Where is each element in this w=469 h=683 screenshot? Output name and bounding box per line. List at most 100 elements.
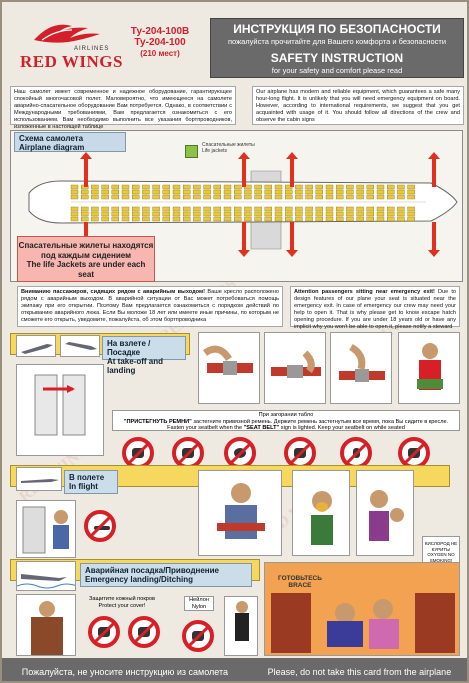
seat-icon <box>223 189 232 195</box>
seat-icon <box>305 211 313 217</box>
seat-icon <box>91 216 99 222</box>
exit-arrow-icon <box>428 152 440 187</box>
seat-icon <box>121 184 130 190</box>
aircraft-model-1: Ту-204-100В <box>130 26 190 37</box>
seat-icon <box>182 184 191 190</box>
seat-icon <box>325 206 334 212</box>
seat-icon <box>233 216 242 222</box>
aircraft-model: Ту-204-100В Ту-204-100 (210 мест) <box>120 26 200 59</box>
seat-icon <box>101 184 109 190</box>
seat-icon <box>397 206 405 212</box>
seat-icon <box>223 194 232 200</box>
seat-icon <box>80 216 89 222</box>
seat-icon <box>407 194 415 200</box>
seat-icon <box>223 184 232 190</box>
seat-icon <box>70 184 79 190</box>
seat-icon <box>152 184 160 190</box>
airplane-plan-icon <box>28 170 458 250</box>
no-cd-player-icon <box>224 437 256 469</box>
exit-arrow-icon <box>428 222 440 257</box>
diagram-title-en: Airplane diagram <box>19 143 85 152</box>
seat-icon <box>172 216 181 222</box>
seat-icon <box>356 216 364 222</box>
seat-icon <box>162 189 171 195</box>
seat-icon <box>285 206 293 212</box>
seat-icon <box>111 216 120 222</box>
seat-icon <box>285 194 293 200</box>
seat-icon <box>366 206 374 212</box>
seat-icon <box>325 194 334 200</box>
seat-icon <box>407 184 415 190</box>
seat-icon <box>407 211 415 217</box>
seat-icon <box>152 216 160 222</box>
seat-icon <box>193 206 201 212</box>
seat-icon <box>193 211 201 217</box>
seat-icon <box>203 211 211 217</box>
seat-icon <box>111 194 120 200</box>
seat-icon <box>356 211 364 217</box>
seat-icon <box>213 184 222 190</box>
life-jacket-legend-icon <box>185 145 198 158</box>
nylon-label: Нейлон Nylon <box>184 596 214 611</box>
emergency-exit-en-title: Attention passengers sitting near emerge… <box>294 289 435 295</box>
seat-icon <box>193 189 201 195</box>
seat-icon <box>305 216 313 222</box>
seat-icon <box>325 216 334 222</box>
seat-icon <box>111 211 120 217</box>
seat-icon <box>356 189 364 195</box>
covered-clothing-illustration <box>16 594 76 656</box>
seat-icon <box>315 206 323 212</box>
seat-icon <box>101 189 109 195</box>
seatbelt-ru-sign: "ПРИСТЕГНУТЬ РЕМНИ" <box>123 418 192 425</box>
seat-icon <box>274 184 283 190</box>
seat-icon <box>387 216 395 222</box>
seat-icon <box>162 216 171 222</box>
seat-icon <box>325 211 334 217</box>
seat-icon <box>244 216 252 222</box>
header: AIRLINES RED WINGS Ту-204-100В Ту-204-10… <box>2 2 467 84</box>
seat-icon <box>80 206 89 212</box>
emergency-exit-ru-title: Вниманию пассажиров, сидящих рядом с ава… <box>21 289 206 295</box>
brace-label-en: BRACE <box>288 582 312 589</box>
seat-icon <box>346 206 354 212</box>
seat-icon <box>387 206 395 212</box>
seat-icon <box>213 216 222 222</box>
title-ru: ИНСТРУКЦИЯ ПО БЕЗОПАСНОСТИ <box>233 22 441 36</box>
seat-icon <box>264 189 273 195</box>
in-flight-label-ru: В полете <box>69 473 105 482</box>
in-flight-label: В полете In flight <box>64 470 118 494</box>
in-flight-label-en: In flight <box>69 482 98 491</box>
seat-icon <box>285 184 293 190</box>
diagram-title-ru: Схема самолета <box>19 134 84 143</box>
seat-icon <box>193 216 201 222</box>
emergency-exit-ru: Вниманию пассажиров, сидящих рядом с ава… <box>17 286 283 327</box>
seat-icon <box>254 184 262 190</box>
footer: Пожалуйста, не уносите инструкцию из сам… <box>2 658 467 681</box>
life-jacket-location: Спасательные жилеты находятся под каждым… <box>17 236 155 282</box>
seat-icon <box>356 206 364 212</box>
title-box: ИНСТРУКЦИЯ ПО БЕЗОПАСНОСТИ пожалуйста пр… <box>210 18 464 78</box>
seat-icon <box>254 211 262 217</box>
seat-icon <box>397 216 405 222</box>
seat-icon <box>346 216 354 222</box>
title-en: SAFETY INSTRUCTION <box>270 51 404 65</box>
seat-icon <box>131 211 140 217</box>
seat-icon <box>131 216 140 222</box>
seat-icon <box>213 206 222 212</box>
seatbelt-en-lead: Fasten your seatbelt when the <box>167 425 243 432</box>
seat-icon <box>203 216 211 222</box>
seat-icon <box>295 184 303 190</box>
seat-icon <box>336 206 344 212</box>
seat-icon <box>315 184 323 190</box>
seat-icon <box>407 189 415 195</box>
seat-icon <box>274 189 283 195</box>
seat-icon <box>213 194 222 200</box>
seat-icon <box>91 211 99 217</box>
seat-icon <box>162 206 171 212</box>
life-jacket-location-ru: Спасательные жилеты находятся под каждым… <box>18 241 154 260</box>
no-high-heels-icon <box>88 616 120 648</box>
seatbelt-ru-rest: застегните привязной ремень. Держите рем… <box>193 418 449 425</box>
plane-cruise-icon <box>16 467 62 491</box>
seat-icon <box>366 189 374 195</box>
